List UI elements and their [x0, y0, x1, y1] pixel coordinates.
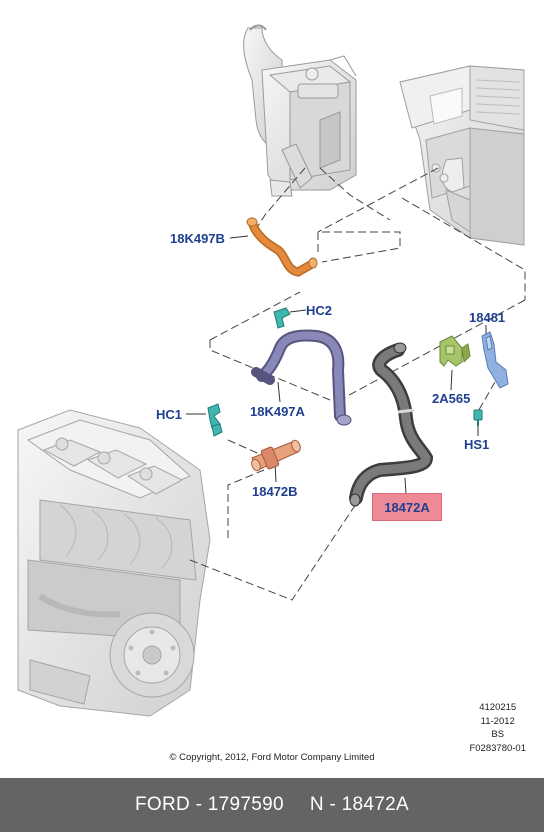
- callout-2A565: 2A565: [432, 391, 471, 406]
- callout-18K497B: 18K497B: [170, 231, 225, 246]
- meta-line-1: 4120215: [479, 702, 517, 713]
- engine-block: [17, 409, 211, 717]
- meta-line-4: F0283780-01: [469, 742, 526, 754]
- clip-HC2: [273, 307, 291, 329]
- copyright-notice: © Copyright, 2012, Ford Motor Company Li…: [169, 752, 375, 763]
- footer-oem-part: N - 18472A: [309, 794, 409, 815]
- part-number-footer: FORD - 1797590 N - 18472A: [0, 778, 544, 832]
- callout-HS1: HS1: [464, 437, 490, 452]
- callout-HC2: HC2: [306, 303, 333, 318]
- footer-ford-part: FORD - 1797590: [134, 794, 284, 815]
- leader-lines: [189, 167, 526, 601]
- hose-18K497B: [246, 217, 318, 277]
- meta-line-2: 11-2012: [480, 715, 515, 727]
- fastener-HS1: [473, 409, 483, 426]
- parts-diagram: 18K497B HC2 18K497A HC1 18472B 18472A 2A…: [17, 24, 526, 763]
- bracket-2A565: [439, 335, 471, 367]
- clip-HC1: [207, 403, 223, 437]
- hose-18472A: [349, 342, 434, 507]
- diagram-drawing: [17, 24, 526, 717]
- air-box-assembly: [243, 24, 357, 197]
- callout-HC1: HC1: [156, 407, 183, 422]
- callout-18472A-highlight[interactable]: 18472A: [372, 493, 442, 521]
- callout-18472B: 18472B: [252, 484, 298, 499]
- meta-line-3: BS: [491, 729, 505, 740]
- connector-18472B: [251, 439, 301, 472]
- callout-18K497A: 18K497A: [250, 404, 305, 419]
- callout-18481: 18481: [469, 310, 506, 325]
- hose-18K497A: [251, 329, 352, 426]
- drawing-metadata: 4120215 11-2012 BS F0283780-01: [469, 701, 526, 755]
- heater-core-assembly: [399, 65, 525, 246]
- bracket-18481: [481, 331, 509, 389]
